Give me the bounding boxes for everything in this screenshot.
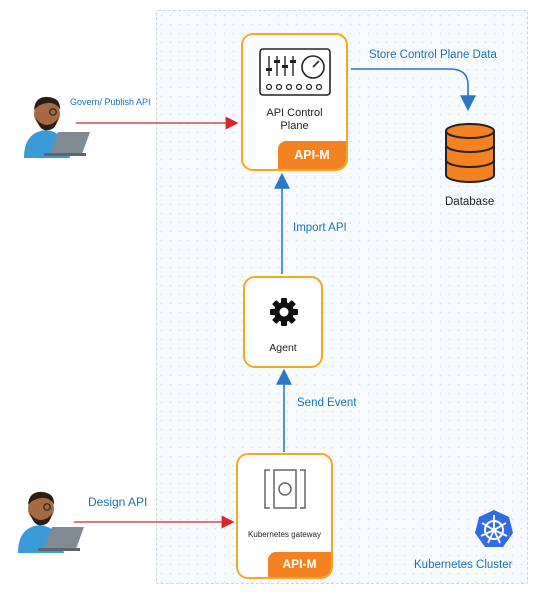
kubernetes-icon <box>475 510 513 547</box>
api-control-plane-node[interactable]: API Control Plane API-M <box>241 33 348 171</box>
store-data-arrow <box>351 68 476 112</box>
design-api-label: Design API <box>88 495 148 509</box>
store-data-label: Store Control Plane Data <box>369 49 497 61</box>
kubernetes-gateway-node[interactable]: Kubernetes gateway API-M <box>236 453 333 579</box>
send-event-label: Send Event <box>297 397 357 409</box>
control-panel-icon <box>259 48 331 96</box>
gateway-icon <box>264 469 306 509</box>
person-laptop-icon <box>24 96 90 158</box>
control-plane-badge: API-M <box>278 141 346 169</box>
kubernetes-cluster-label: Kubernetes Cluster <box>414 559 513 571</box>
govern-publish-label: Govern/ Publish API <box>70 97 151 107</box>
database-label: Database <box>445 196 495 208</box>
agent-title: Agent <box>269 342 297 354</box>
person-laptop-icon <box>18 491 84 553</box>
import-api-label: Import API <box>293 222 347 234</box>
control-plane-title: API Control Plane <box>266 107 323 132</box>
gear-icon <box>270 298 298 326</box>
gateway-title: Kubernetes gateway <box>248 530 321 539</box>
gateway-badge: API-M <box>268 552 331 577</box>
agent-node[interactable]: Agent <box>243 276 323 368</box>
database-icon <box>445 123 495 183</box>
